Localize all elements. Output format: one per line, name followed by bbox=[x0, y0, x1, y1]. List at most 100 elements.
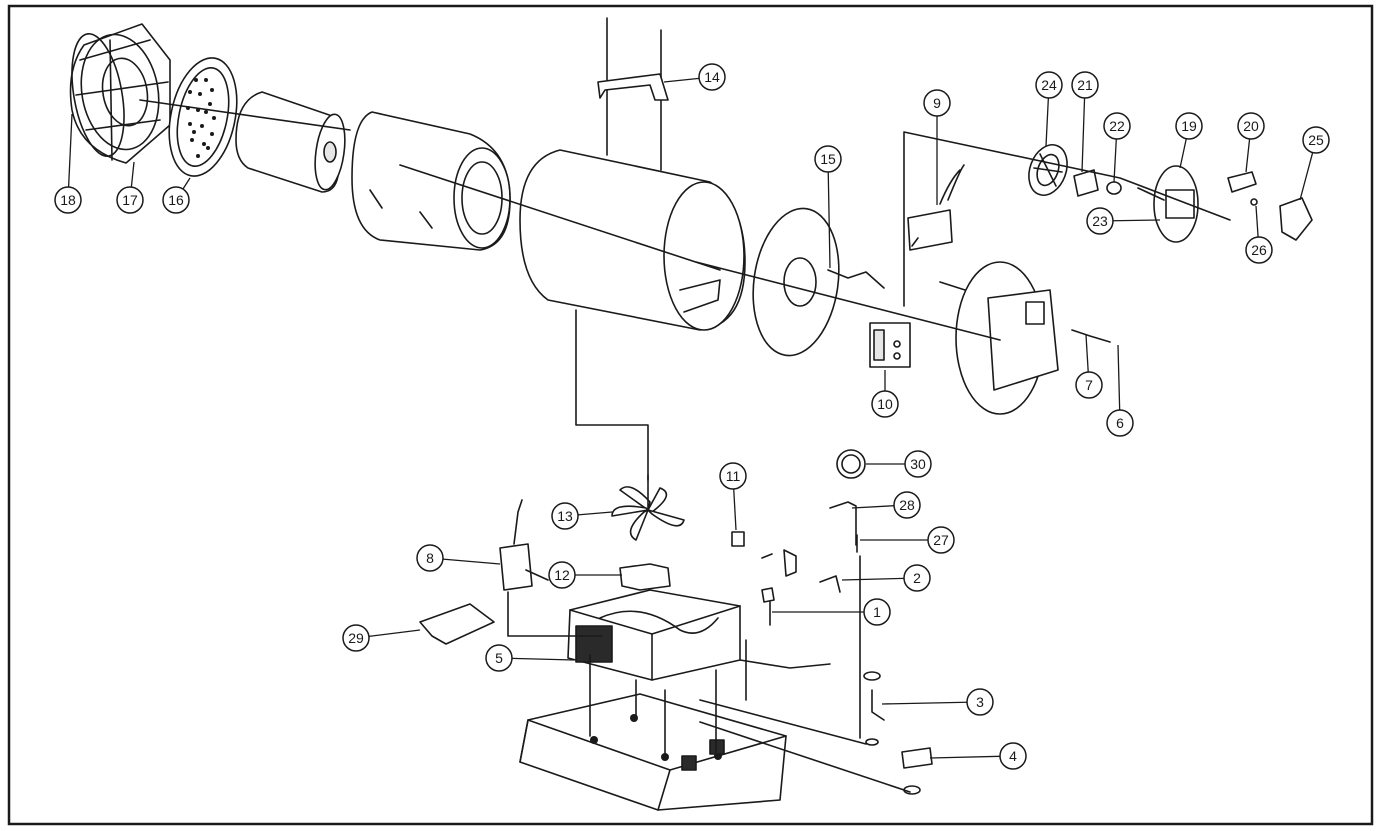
part-fuel-tank bbox=[519, 693, 787, 811]
callout-circle bbox=[1245, 236, 1273, 264]
callout-circle bbox=[698, 63, 726, 91]
callout-circle bbox=[719, 462, 747, 490]
part-number-label: 21 bbox=[1077, 77, 1093, 93]
callout-circle bbox=[1071, 71, 1099, 99]
part-outer-shell bbox=[519, 17, 746, 331]
leader-line bbox=[851, 505, 895, 509]
part-motor bbox=[619, 563, 671, 591]
part-fan-blade bbox=[611, 474, 685, 541]
leader-line bbox=[1113, 138, 1117, 183]
callout-circle bbox=[1075, 371, 1103, 399]
part-number-label: 3 bbox=[976, 694, 984, 710]
part-control-board bbox=[869, 322, 911, 368]
part-burner-fan bbox=[1028, 144, 1068, 196]
part-fuel-filter bbox=[863, 671, 885, 746]
part-number-label: 24 bbox=[1041, 77, 1057, 93]
callout-circle bbox=[1086, 207, 1114, 235]
part-base-pan bbox=[567, 589, 831, 681]
callout-circle bbox=[54, 186, 82, 214]
heater-drawing bbox=[69, 17, 1313, 811]
leader-line bbox=[841, 577, 905, 581]
part-cover-plate bbox=[419, 603, 495, 645]
part-number-label: 20 bbox=[1243, 118, 1259, 134]
part-number-label: 10 bbox=[877, 396, 893, 412]
leader-line bbox=[368, 629, 421, 638]
part-fuel-tube bbox=[829, 501, 857, 546]
part-number-label: 18 bbox=[60, 192, 76, 208]
part-number-label: 25 bbox=[1308, 132, 1324, 148]
leader-line bbox=[1045, 97, 1050, 147]
leader-line bbox=[511, 657, 575, 661]
callout-circle bbox=[1103, 112, 1131, 140]
part-tank-cap bbox=[901, 747, 933, 795]
leader-line bbox=[1255, 205, 1259, 238]
part-number-label: 26 bbox=[1251, 242, 1267, 258]
part-number-label: 30 bbox=[910, 456, 926, 472]
callout-circle bbox=[893, 491, 921, 519]
diagram-frame bbox=[7, 4, 1374, 826]
part-number-label: 23 bbox=[1092, 213, 1108, 229]
part-power-cord bbox=[761, 587, 775, 626]
part-number-label: 11 bbox=[726, 468, 741, 484]
callout-circle bbox=[162, 186, 190, 214]
part-number-label: 22 bbox=[1109, 118, 1125, 134]
callout-circle bbox=[814, 145, 842, 173]
leader-line bbox=[1179, 138, 1187, 169]
part-rear-cover bbox=[939, 261, 1111, 415]
callout-circle bbox=[1106, 409, 1134, 437]
part-number-label: 16 bbox=[168, 192, 184, 208]
callout-circle bbox=[1035, 71, 1063, 99]
leader-line bbox=[182, 177, 191, 190]
part-number-label: 8 bbox=[426, 550, 434, 566]
part-number-label: 13 bbox=[557, 508, 573, 524]
leader-line bbox=[663, 77, 700, 83]
part-coupling bbox=[1073, 169, 1099, 197]
part-number-label: 12 bbox=[554, 567, 570, 583]
part-number-label: 14 bbox=[704, 69, 720, 85]
part-number-label: 6 bbox=[1116, 415, 1124, 431]
part-number-label: 2 bbox=[913, 570, 921, 586]
leader-line bbox=[733, 488, 737, 531]
callout-circle bbox=[1175, 112, 1203, 140]
part-switch bbox=[731, 531, 797, 577]
callout-circle bbox=[1302, 126, 1330, 154]
callout-circle bbox=[871, 390, 899, 418]
callout-circle bbox=[903, 564, 931, 592]
callout-circle bbox=[1237, 112, 1265, 140]
part-number-label: 7 bbox=[1085, 377, 1093, 393]
part-grill-ring bbox=[69, 23, 171, 164]
part-number-label: 28 bbox=[899, 497, 915, 513]
part-number-label: 29 bbox=[348, 630, 364, 646]
part-number-label: 15 bbox=[820, 151, 836, 167]
leader-line bbox=[1085, 334, 1089, 373]
callout-circle bbox=[966, 688, 994, 716]
part-inner-cylinder bbox=[235, 91, 346, 193]
part-handle bbox=[597, 73, 669, 101]
leader-line bbox=[130, 161, 135, 188]
part-small-screw bbox=[1250, 198, 1258, 206]
callout-circle bbox=[904, 450, 932, 478]
leader-line bbox=[67, 113, 73, 188]
part-motor-flange bbox=[1153, 165, 1199, 243]
leader-line bbox=[1245, 138, 1251, 173]
part-combustion-chamber bbox=[351, 111, 511, 251]
part-elbow-tube bbox=[819, 575, 841, 593]
leader-line bbox=[1081, 97, 1086, 173]
part-number-label: 17 bbox=[122, 192, 138, 208]
callout-circle bbox=[863, 598, 891, 626]
part-photocell bbox=[1227, 171, 1257, 193]
leader-line bbox=[827, 171, 831, 269]
callout-circle bbox=[416, 544, 444, 572]
part-number-label: 19 bbox=[1181, 118, 1197, 134]
callout-circle bbox=[485, 644, 513, 672]
part-rear-plate bbox=[752, 207, 885, 357]
callout-circle bbox=[551, 502, 579, 530]
part-number-label: 5 bbox=[495, 650, 503, 666]
leader-line bbox=[442, 558, 501, 565]
callout-circle bbox=[999, 742, 1027, 770]
part-number-label: 4 bbox=[1009, 748, 1017, 764]
part-nozzle bbox=[1106, 181, 1122, 195]
callout-circle bbox=[548, 561, 576, 589]
